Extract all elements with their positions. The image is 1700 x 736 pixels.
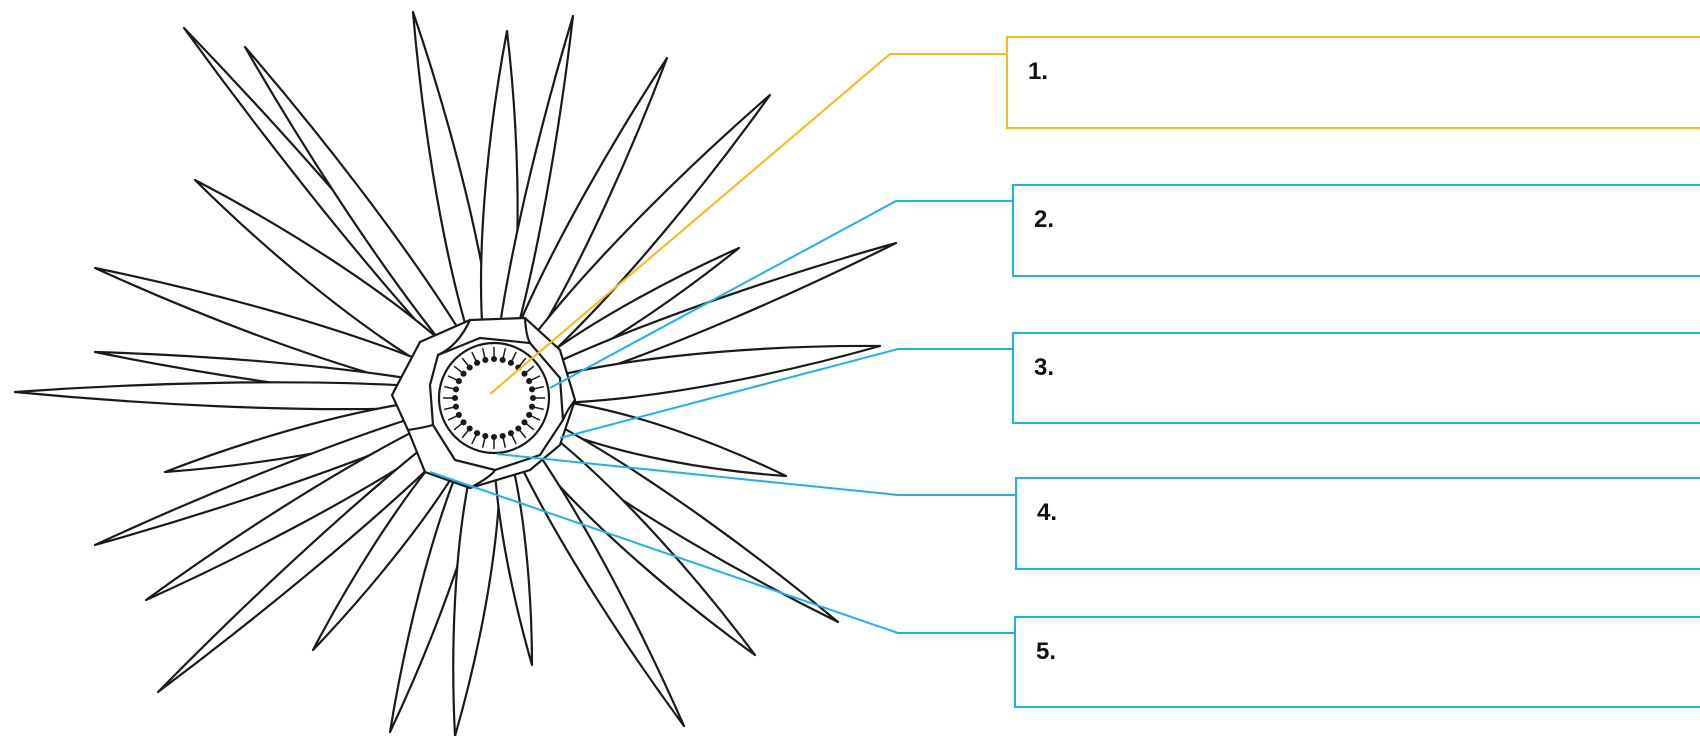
label-number-1: 1. [1028,58,1048,86]
floret-head [531,396,536,401]
petal [15,382,434,409]
label-box-5[interactable]: 5. [1014,616,1700,708]
floret-head [509,361,514,366]
floret-head [527,379,532,384]
floret-head [500,434,505,439]
label-number-4: 4. [1037,499,1057,527]
label-number-5: 5. [1036,638,1056,666]
floret-head [475,431,480,436]
label-box-4[interactable]: 4. [1015,477,1700,570]
floret-head [483,434,488,439]
floret-head [461,371,466,376]
floret-head [461,420,466,425]
floret-head [454,387,459,392]
floret-head [527,413,532,418]
label-box-1[interactable]: 1. [1006,36,1700,129]
label-box-2[interactable]: 2. [1012,184,1700,277]
floret-head [475,361,480,366]
floret-head [522,420,527,425]
floret-head [522,371,527,376]
floret-head [516,426,521,431]
floret-head [454,404,459,409]
petal [526,95,770,361]
floret-head [457,379,462,384]
floret-head [467,365,472,370]
floret-head [492,435,497,440]
petal [494,456,532,665]
floret-head [457,413,462,418]
floret-head [530,387,535,392]
label-box-3[interactable]: 3. [1012,332,1700,424]
floret-head [530,404,535,409]
floret-head [500,358,505,363]
floret-head [492,357,497,362]
label-number-2: 2. [1034,206,1054,234]
label-number-3: 3. [1034,354,1054,382]
floret-head [453,396,458,401]
floret-head [509,431,514,436]
floret-head [483,358,488,363]
floret-head [467,426,472,431]
